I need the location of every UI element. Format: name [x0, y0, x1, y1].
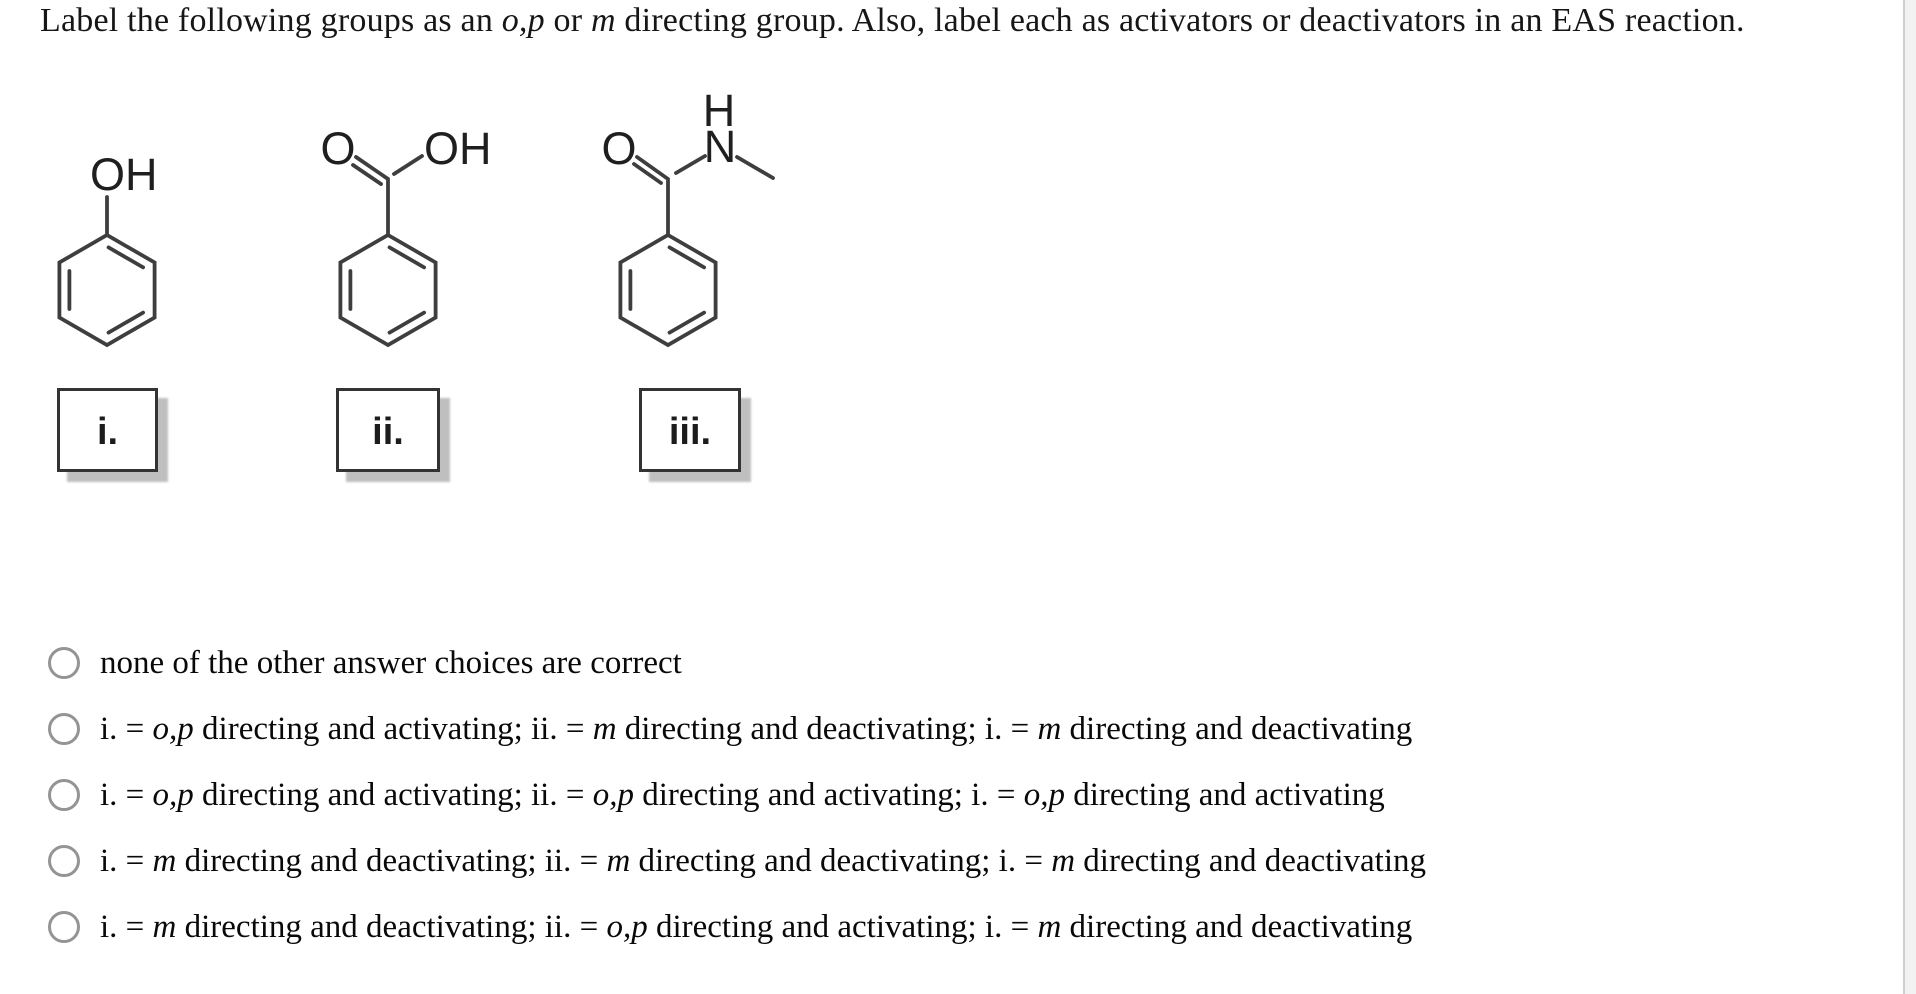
radio-button-4[interactable]	[48, 845, 80, 877]
structure-benzoic-acid: O OH	[310, 123, 500, 375]
benzene-ring	[338, 233, 438, 347]
nh-hydrogen-label: H	[703, 85, 736, 136]
n-methyl-bond	[735, 155, 775, 180]
phenol-drawing: OH	[57, 149, 158, 347]
option-2-label: i. = o,p directing and activating; ii. =…	[100, 710, 1413, 747]
radio-button-3[interactable]	[48, 779, 80, 811]
answer-box-i-label: i.	[96, 410, 119, 453]
carbonyl-oxygen-label: O	[320, 123, 355, 174]
benzene-ring	[618, 233, 718, 347]
option-3-label: i. = o,p directing and activating; ii. =…	[100, 776, 1385, 813]
option-4-label: i. = m directing and deactivating; ii. =…	[100, 842, 1426, 879]
answer-box-ii[interactable]: ii.	[336, 388, 440, 472]
structure-n-methylbenzamide: O N H	[585, 85, 800, 380]
carbonyl-double-bond-1	[354, 155, 390, 181]
option-row-5[interactable]: i. = m directing and deactivating; ii. =…	[48, 894, 1888, 960]
benzoic-acid-drawing: O OH	[320, 123, 492, 347]
hydroxyl-label: OH	[90, 149, 158, 200]
carbonyl-double-bond-2	[351, 163, 383, 186]
carbonyl-double-bond-2	[632, 162, 663, 185]
carbonyl-oxygen-label: O	[601, 123, 636, 174]
c-n-bond	[674, 154, 707, 175]
answer-options: none of the other answer choices are cor…	[48, 630, 1888, 960]
option-row-3[interactable]: i. = o,p directing and activating; ii. =…	[48, 762, 1888, 828]
option-row-1[interactable]: none of the other answer choices are cor…	[48, 630, 1888, 696]
benzene-ring	[57, 233, 157, 347]
answer-box-iii[interactable]: iii.	[639, 388, 741, 472]
hydroxyl-label: OH	[424, 123, 492, 174]
answer-box-i[interactable]: i.	[57, 388, 158, 472]
radio-button-5[interactable]	[48, 911, 80, 943]
question-prompt: Label the following groups as an o,p or …	[40, 2, 1745, 39]
radio-button-1[interactable]	[48, 647, 80, 679]
c-oh-bond	[392, 154, 424, 176]
radio-button-2[interactable]	[48, 713, 80, 745]
option-row-4[interactable]: i. = m directing and deactivating; ii. =…	[48, 828, 1888, 894]
amide-drawing: O N H	[601, 85, 775, 347]
carbonyl-double-bond-1	[635, 155, 670, 181]
answer-box-iii-label: iii.	[668, 410, 712, 453]
option-5-label: i. = m directing and deactivating; ii. =…	[100, 908, 1413, 945]
option-row-2[interactable]: i. = o,p directing and activating; ii. =…	[48, 696, 1888, 762]
page-edge-strip	[1903, 0, 1916, 994]
nitrogen-label: N	[704, 121, 737, 172]
structure-phenol: OH	[30, 140, 190, 375]
option-1-label: none of the other answer choices are cor…	[100, 644, 682, 681]
answer-box-ii-label: ii.	[372, 410, 404, 453]
